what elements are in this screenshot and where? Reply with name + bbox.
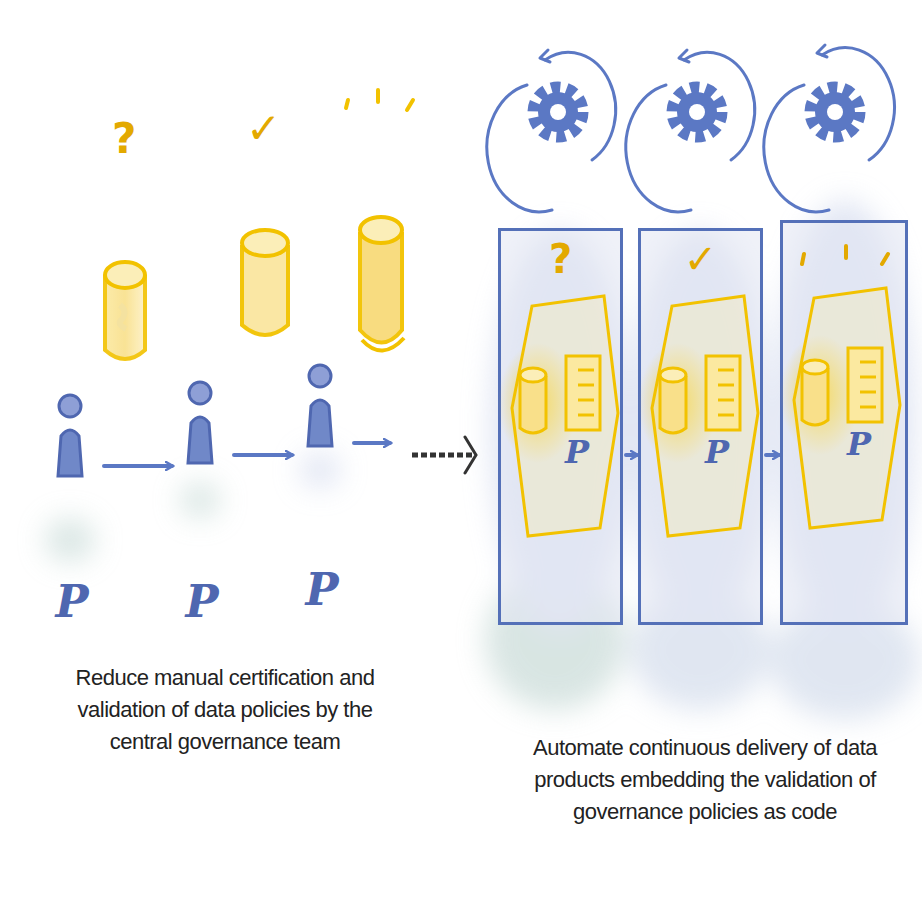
policy-letter: P <box>173 580 231 624</box>
data-product-hexagon <box>780 220 908 625</box>
person-node: P <box>173 375 231 624</box>
policy-letter: P <box>705 436 729 468</box>
person-node: P <box>43 388 101 624</box>
flow-arrow <box>104 466 172 467</box>
person-icon <box>173 375 227 495</box>
flow-arrow <box>354 443 475 455</box>
status-mark: ? <box>112 118 136 160</box>
status-mark: ✓ <box>641 239 760 279</box>
data-product-box: ?P <box>498 228 623 625</box>
policy-letter: P <box>847 428 871 460</box>
data-product-box: P <box>780 220 908 625</box>
data-product-box: ✓P <box>638 228 763 625</box>
status-mark: ? <box>501 239 620 279</box>
database-cylinders <box>105 217 404 359</box>
status-mark: ✓ <box>246 108 281 150</box>
policy-letter: P <box>565 436 589 468</box>
data-product-hexagon <box>638 228 762 625</box>
sparkle-marks <box>346 90 413 110</box>
data-product-hexagon <box>498 228 622 625</box>
flow-arrow <box>234 455 292 456</box>
flow-arrow <box>626 455 637 456</box>
flow-arrow <box>766 455 779 456</box>
policy-letter: P <box>293 568 351 612</box>
gear-icons <box>487 45 895 212</box>
caption-text: Automate continuous delivery of data pro… <box>505 732 905 828</box>
person-icon <box>293 358 347 478</box>
caption-text: Reduce manual certification and validati… <box>60 662 390 758</box>
person-node: P <box>293 358 351 612</box>
person-icon <box>43 388 97 508</box>
watercolor-wash <box>45 200 920 720</box>
policy-letter: P <box>43 580 101 624</box>
